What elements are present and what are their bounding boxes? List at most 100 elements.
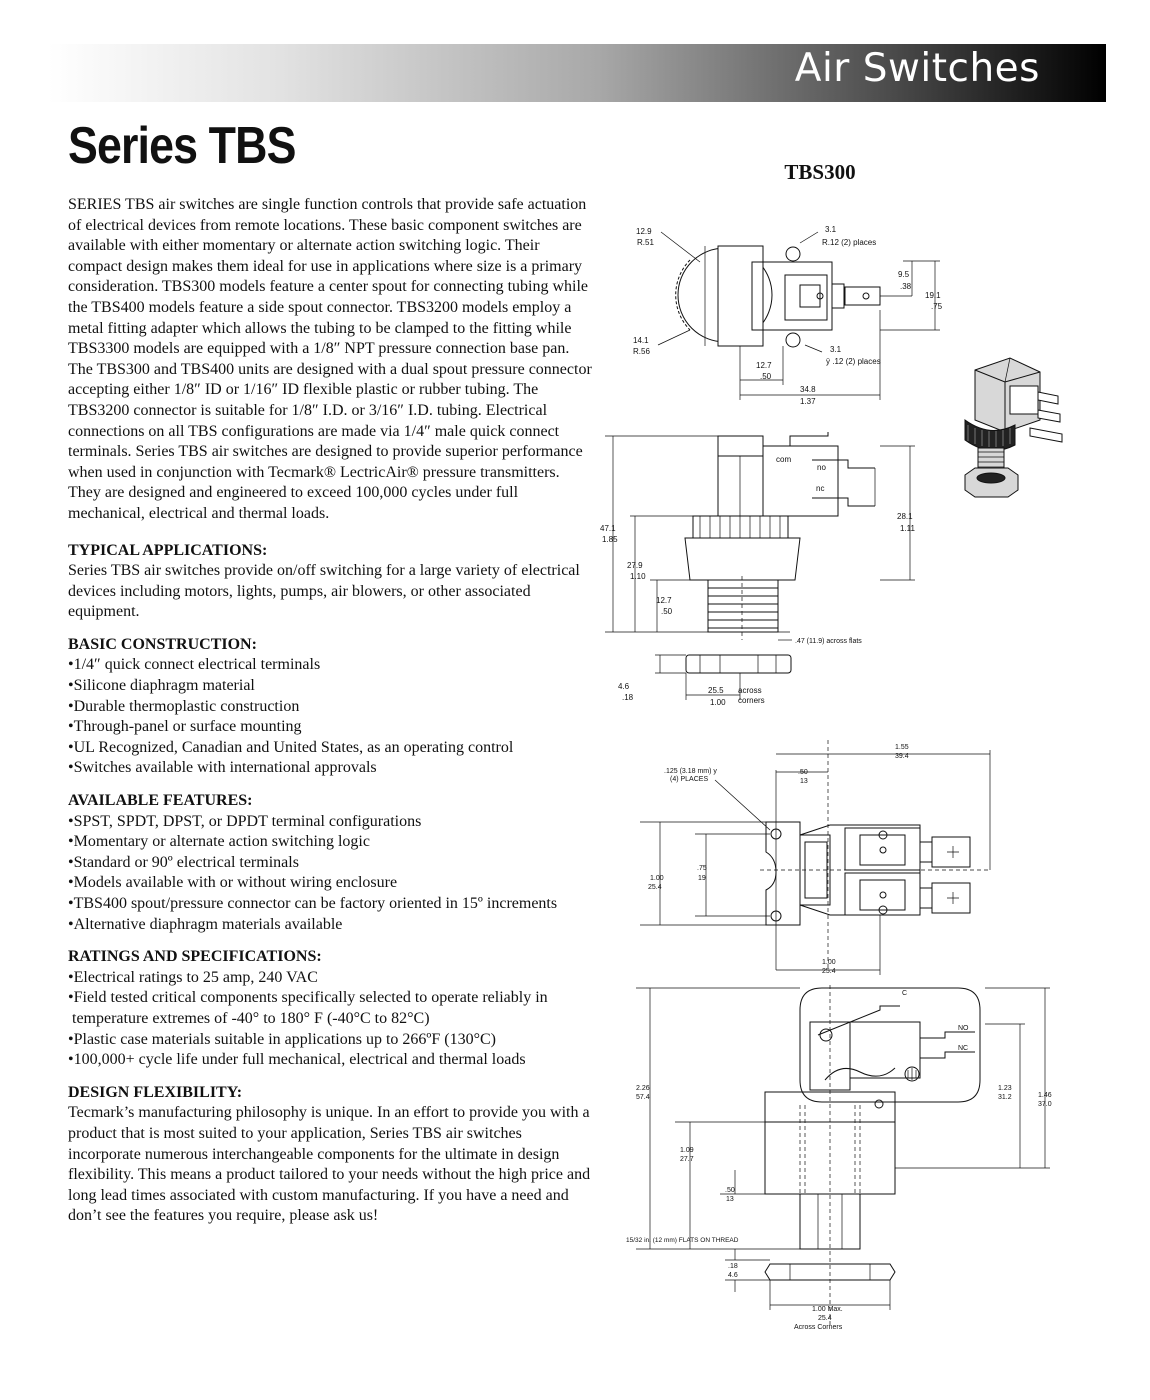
dim-label: .50 [661,607,673,616]
basic-construction-heading: BASIC CONSTRUCTION: [68,635,257,653]
dim-label: R.56 [633,347,650,356]
list-item: •Alternative diaphragm materials availab… [68,915,343,933]
top-view [657,231,940,400]
dim-label: 1.00 Max. [812,1306,843,1313]
tbs300-drawing: 12.9 R.51 3.1 R.12 (2) places 9.5 .38 19… [600,225,1063,707]
dim-label: 37.0 [1038,1101,1052,1108]
dim-label: 9.5 [898,270,910,279]
dim-label: 39.4 [895,753,909,760]
terminal-label: NC [958,1045,968,1052]
list-item: •Plastic case materials suitable in appl… [68,1030,496,1048]
list-item: temperature extremes of -40° to 180° F (… [68,1009,430,1027]
dim-label: .75 [931,302,943,311]
dim-label: across [738,686,762,695]
dim-label: 31.2 [998,1094,1012,1101]
dim-label: 1.09 [680,1147,694,1154]
dim-label: 1.23 [998,1085,1012,1092]
side-view-dims: com no nc 47.1 1.85 28.1 1.11 27.9 1.10 … [600,455,916,707]
dim-label: .18 [622,693,634,702]
terminal-label: com [776,455,791,464]
enclosure-top-view: 1.55 39.4 .125 (3.18 mm) y (4) PLACES .5… [640,740,991,975]
dim-label: 25.4 [822,968,836,975]
dim-label: .18 [728,1263,738,1270]
dim-label: 3.1 [830,345,842,354]
dim-label: 1.00 [650,875,664,882]
banner-title: Air Switches [794,46,1040,91]
dim-label: (4) PLACES [670,776,708,783]
dim-label: corners [738,696,765,705]
terminal-label: no [817,463,826,472]
typical-applications-heading: TYPICAL APPLICATIONS: [68,541,268,559]
dim-label: 1.85 [602,535,618,544]
dim-label: 1.10 [630,572,646,581]
dim-label: 1.00 [822,959,836,966]
dim-label: .125 (3.18 mm) y [664,768,717,775]
enclosure-side-view: C NO NC 2.26 57.4 1.23 31.2 1.46 37.0 1.… [626,985,1052,1331]
dim-label: R.12 (2) places [822,238,876,247]
dim-label: 2.26 [636,1085,650,1092]
list-item: •Silicone diaphragm material [68,677,255,695]
dim-label: 25.5 [708,686,724,695]
list-item: •100,000+ cycle life under full mechanic… [68,1051,526,1069]
dim-label: 1.46 [1038,1092,1052,1099]
dim-label: 3.1 [825,225,837,234]
terminal-label: nc [816,484,824,493]
dim-label: 27.7 [680,1156,694,1163]
design-flexibility-text: Tecmark’s manufacturing philosophy is un… [68,1104,591,1225]
terminal-label: NO [958,1025,969,1032]
dim-label: .47 (11.9) across flats [795,638,862,645]
enclosure-side-dims: C NO NC 2.26 57.4 1.23 31.2 1.46 37.0 1.… [626,990,1052,1331]
available-features-heading: AVAILABLE FEATURES: [68,792,253,810]
dim-label: 1.55 [895,744,909,751]
dim-label: 12.7 [756,361,772,370]
list-item: •TBS400 spout/pressure connector can be … [68,895,558,912]
terminal-label: C [902,990,907,997]
dim-label: 1.00 [710,698,726,707]
list-item: •Switches available with international a… [68,759,377,777]
enclosure-top-body [640,740,991,975]
list-item: •Durable thermoplastic construction [68,697,300,715]
dim-label: .50 [798,769,808,776]
intro-paragraph: SERIES TBS air switches are single funct… [68,196,592,522]
typical-applications-text: Series TBS air switches provide on/off s… [68,562,580,621]
header-banner: Air Switches [48,44,1106,102]
design-flexibility-heading: DESIGN FLEXIBILITY: [68,1083,243,1101]
dim-label: 27.9 [627,561,643,570]
list-item: •Standard or 90º electrical terminals [68,853,299,871]
dim-label: 4.6 [728,1272,738,1279]
dim-label: 25.4 [648,884,662,891]
dim-label: 1.11 [900,524,916,533]
side-view [605,432,915,700]
dim-label: 19.1 [925,291,941,300]
dim-label: 19 [698,875,706,882]
list-item: •Electrical ratings to 25 amp, 240 VAC [68,968,318,986]
list-item: •UL Recognized, Canadian and United Stat… [68,738,514,756]
list-item: •Field tested critical components specif… [68,989,548,1007]
dim-label: R.51 [637,238,654,247]
dim-label: 1.37 [800,397,816,406]
top-view-dims: 12.9 R.51 3.1 R.12 (2) places 9.5 .38 19… [633,225,943,406]
enclosure-side-body [636,985,1050,1325]
dim-label: .50 [725,1187,735,1194]
dim-label: .38 [900,282,912,291]
dim-label: 12.7 [656,596,672,605]
diagram-label: TBS300 [784,160,856,184]
list-item: •Momentary or alternate action switching… [68,833,370,851]
dim-label: 57.4 [636,1094,650,1101]
dim-label: 25.4 [818,1315,832,1322]
dim-label: 4.6 [618,682,630,691]
dim-label: 47.1 [600,524,616,533]
dim-label: 13 [800,778,808,785]
dim-label: 28.1 [897,512,913,521]
dim-label: .50 [760,372,772,381]
dim-label: ÿ .12 (2) places [826,357,881,366]
page-title: Series TBS [68,117,296,175]
dim-label: 14.1 [633,336,649,345]
dim-label: 13 [726,1196,734,1203]
ratings-heading: RATINGS AND SPECIFICATIONS: [68,948,322,966]
list-item: •Through-panel or surface mounting [68,718,302,736]
product-render [964,357,1063,498]
list-item: •SPST, SPDT, DPST, or DPDT terminal conf… [68,812,422,830]
dim-label: 12.9 [636,227,652,236]
text-column: SERIES TBS air switches are single funct… [68,195,596,1227]
